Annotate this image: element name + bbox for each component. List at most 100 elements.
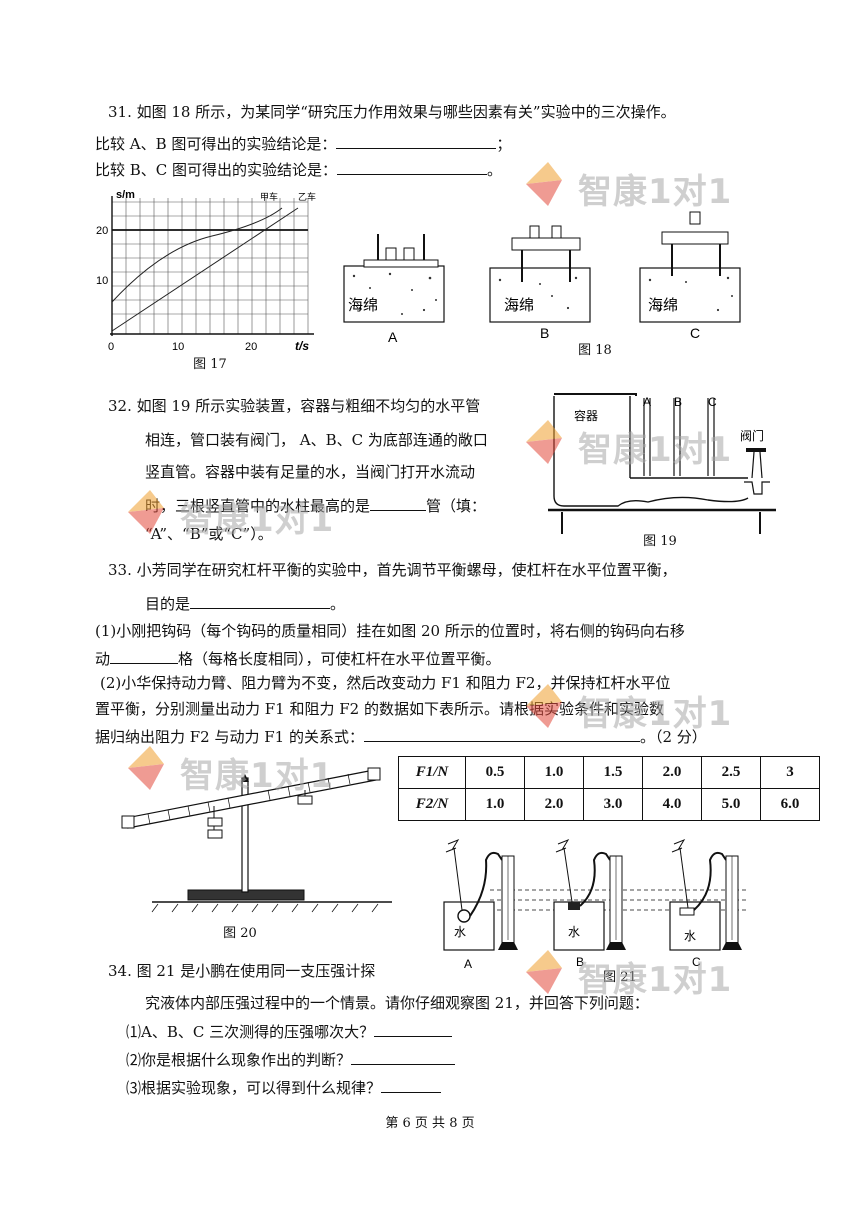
table-cell: 0.5	[465, 756, 525, 789]
watermark-logo: 智康1对1	[522, 418, 772, 470]
fig18-sponge-b: 海绵	[504, 296, 534, 314]
watermark-kite-icon	[526, 420, 562, 464]
fig17-label-yi: 乙车	[298, 191, 316, 203]
fig19-tube-c: C	[708, 395, 717, 409]
fig18-diagram: 海绵 海绵 海绵 A B C	[343, 211, 741, 345]
q33-relation-blank[interactable]	[363, 725, 640, 742]
fig18-panel-a	[343, 234, 445, 323]
table-cell: 5.0	[701, 788, 761, 821]
q32-answer-blank[interactable]	[370, 494, 427, 511]
fig17-ytick-20: 20	[96, 225, 108, 237]
q32-line3: 竖直管。容器中装有足量的水，当阀门打开水流动	[145, 463, 476, 481]
table-row: F1/N 0.5 1.0 1.5 2.0 2.5 3	[398, 756, 820, 789]
fig18-label-b: B	[540, 325, 549, 341]
watermark-text: 智康1对1	[578, 430, 733, 470]
watermark-logo: 智康1对1	[522, 948, 772, 1000]
fig21-setup-c	[669, 838, 742, 951]
q34-s2: ⑵你是根据什么现象作出的判断？	[126, 1048, 456, 1070]
fig17-y-unit: s/m	[116, 189, 135, 201]
q31-line2: 比较 A、B 图可得出的实验结论是：；	[95, 132, 511, 154]
fig17-xtick-20: 20	[245, 341, 257, 353]
fig18-panel-c	[639, 211, 741, 323]
fig18-panel-b	[489, 225, 591, 323]
fig19-valve-label: 阀门	[740, 428, 764, 443]
fig17-line-yi	[111, 207, 299, 332]
q34-s3: ⑶根据实验现象，可以得到什么规律？	[126, 1076, 442, 1098]
q33-p2-line2: 置平衡，分别测量出动力 F1 和阻力 F2 的数据如下表所示。请根据实验条件和实…	[95, 700, 664, 718]
fig17-x-unit: t/s	[295, 339, 309, 353]
table-cell: 1.5	[583, 756, 643, 789]
fig21-label-c: C	[692, 955, 701, 969]
fig20-lever	[121, 767, 392, 913]
q33-grid-count-blank[interactable]	[110, 647, 179, 664]
fig21-water-a: 水	[454, 925, 466, 939]
watermark-kite-icon	[526, 162, 562, 206]
watermark-logo: 智康1对1	[522, 160, 772, 212]
fig19-tube-a: A	[643, 395, 651, 409]
q32-line2: 相连，管口装有阀门， A、B、C 为底部连通的敞口	[145, 431, 488, 449]
fig17-caption: 图 17	[193, 357, 227, 372]
table-cell: 2.0	[642, 756, 702, 789]
fig19-container-label: 容器	[574, 408, 598, 423]
table-cell: 2.0	[524, 788, 584, 821]
q31-answer-blank-1[interactable]	[336, 132, 497, 149]
fig21-water-b: 水	[568, 925, 580, 939]
fig19-tube-b: B	[674, 395, 682, 409]
fig17-graph: s/m 甲车 乙车 20 10 0 10 20 t/s	[96, 189, 316, 353]
table-cell: 1.0	[465, 788, 525, 821]
fig17-xtick-10: 10	[172, 341, 184, 353]
q33-p2-line1: (2)小华保持动力臂、阻力臂为不变，然后改变动力 F1 和阻力 F2，并保持杠杆…	[100, 674, 671, 692]
table-cell: 2.5	[701, 756, 761, 789]
q34-line2: 究液体内部压强过程中的一个情景。请你仔细观察图 21，并回答下列问题：	[145, 994, 649, 1012]
watermark-logo: 智康1对1	[124, 488, 374, 540]
watermark-text: 智康1对1	[578, 694, 733, 734]
q33-line2: 目的是。	[145, 592, 345, 614]
fig19-diagram: 容器 A B C 阀门	[548, 393, 776, 534]
q33-p2-line3: 据归纳出阻力 F2 与动力 F1 的关系式：。（2 分）	[95, 725, 707, 747]
fig18-sponge-c: 海绵	[648, 296, 678, 314]
q34-line1: 34. 图 21 是小鹏在使用同一支压强计探	[108, 962, 376, 980]
q34-s1: ⑴A、B、C 三次测得的压强哪次大？	[126, 1020, 453, 1042]
q31-line1: 31. 如图 18 所示，为某同学“研究压力作用效果与哪些因素有关”实验中的三次…	[108, 103, 676, 121]
page-footer: 第 6 页 共 8 页	[385, 1116, 475, 1131]
table-cell: 1.0	[524, 756, 584, 789]
fig17-xtick-0: 0	[108, 341, 114, 353]
q33-p1-line2: 动格（每格长度相同），可使杠杆在水平位置平衡。	[95, 647, 501, 669]
table-cell: 3	[760, 756, 820, 789]
fig19-caption: 图 19	[643, 534, 677, 549]
q31-line3: 比较 B、C 图可得出的实验结论是：。	[95, 158, 502, 180]
fig18-caption: 图 18	[578, 343, 612, 358]
q33-p1-line1: (1)小刚把钩码（每个钩码的质量相同）挂在如图 20 所示的位置时，将右侧的钩码…	[95, 622, 685, 640]
q32-line4: 时，三根竖直管中的水柱最高的是管（填：	[145, 494, 486, 516]
q34-answer-blank-2[interactable]	[351, 1048, 456, 1065]
watermark-kite-icon	[526, 684, 562, 728]
q33-purpose-blank[interactable]	[190, 592, 331, 609]
data-table: F1/N 0.5 1.0 1.5 2.0 2.5 3 F2/N 1.0 2.0 …	[398, 756, 820, 821]
watermark-logo: 智康1对1	[124, 744, 374, 796]
fig18-label-a: A	[388, 329, 398, 345]
q34-answer-blank-3[interactable]	[381, 1076, 442, 1093]
q31-answer-blank-2[interactable]	[337, 158, 488, 175]
table-cell: 4.0	[642, 788, 702, 821]
table-cell: 3.0	[583, 788, 643, 821]
fig18-sponge-a: 海绵	[348, 296, 378, 314]
watermark-kite-icon	[128, 746, 164, 790]
fig21-caption: 图 21	[603, 970, 637, 985]
watermark-text: 智康1对1	[578, 172, 733, 212]
table-header-f2: F2/N	[398, 788, 466, 821]
q33-line1: 33. 小芳同学在研究杠杆平衡的实验中，首先调节平衡螺母，使杠杆在水平位置平衡，	[108, 561, 677, 579]
fig17-grid	[112, 198, 309, 334]
fig21-setup-a	[443, 838, 518, 951]
table-cell: 6.0	[760, 788, 820, 821]
fig20-caption: 图 20	[223, 926, 257, 941]
q32-line5: “A”、“B”或“C”）。	[145, 525, 273, 543]
watermark-logo: 智康1对1	[522, 682, 772, 734]
fig21-label-a: A	[464, 957, 472, 970]
table-row: F2/N 1.0 2.0 3.0 4.0 5.0 6.0	[398, 788, 820, 821]
watermark-kite-icon	[526, 950, 562, 994]
q32-line1: 32. 如图 19 所示实验装置，容器与粗细不均匀的水平管	[108, 397, 481, 415]
watermark-kite-icon	[128, 490, 164, 534]
fig21-setup-b	[553, 838, 626, 951]
q34-answer-blank-1[interactable]	[374, 1020, 453, 1037]
watermark-text: 智康1对1	[180, 500, 335, 540]
